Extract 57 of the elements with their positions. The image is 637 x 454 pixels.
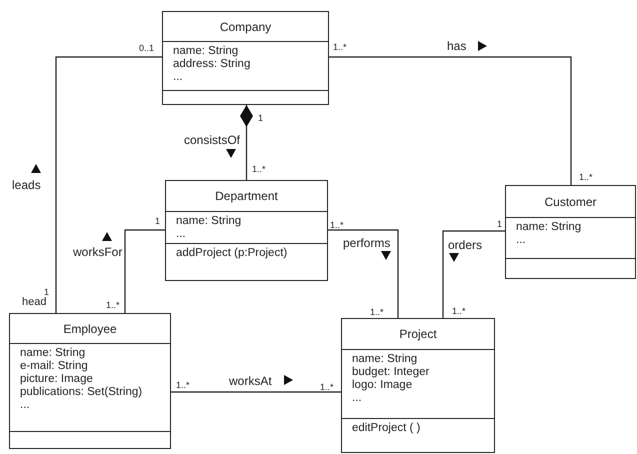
attribute-text: name: String [20,347,86,360]
multiplicity: 1..* [579,172,593,182]
multiplicity: 0..1 [139,43,154,53]
attribute-text: name: String [352,353,418,366]
association-name: worksAt [229,374,272,388]
class-box [505,185,636,279]
attribute-text: publications: Set(String) [20,386,142,399]
attribute-text: name: String [516,221,582,234]
association-line [240,105,253,180]
association-line [124,229,165,313]
attribute-text: ... [352,392,362,405]
attribute-text: budget: Integer [352,366,430,379]
attribute-text: logo: Image [352,379,412,392]
class-name: Company [220,20,272,34]
multiplicity: 1..* [106,300,120,310]
association-line [328,229,399,318]
attribute-text: e-mail: String [20,360,88,373]
multiplicity: 1 [258,113,264,123]
class-box [162,11,329,105]
association-name: worksFor [73,245,122,259]
association-name: performs [343,236,390,250]
class-box [165,180,328,281]
class-name: Project [399,327,437,341]
class-box [9,313,171,449]
multiplicity: 1..* [452,306,466,316]
class-box [341,318,495,453]
association-name: orders [448,238,482,252]
role-name: head [22,297,46,307]
class-name: Employee [63,322,117,336]
attribute-text: ... [176,228,186,241]
attribute-text: address: String [173,58,250,71]
operation-text: editProject ( ) [352,422,420,435]
attribute-text: picture: Image [20,373,93,386]
multiplicity: 1..* [176,380,190,390]
multiplicity: 1 [155,216,160,226]
multiplicity: 1..* [320,382,334,392]
association-line [442,230,505,318]
multiplicity: 1 [44,287,50,297]
multiplicity: 1 [497,219,502,229]
class-name: Customer [544,194,596,208]
multiplicity: 1..* [370,307,384,317]
attribute-text: ... [516,234,526,247]
class-name: Department [215,189,278,203]
multiplicity: 1..* [333,42,347,52]
attribute-text: ... [20,399,30,412]
attribute-text: name: String [176,215,242,228]
association-line [55,56,162,313]
association-name: leads [12,178,41,192]
association-name: has [447,39,466,53]
operation-text: addProject (p:Project) [176,247,288,260]
association-line [171,391,341,393]
multiplicity: 1..* [330,220,344,230]
association-name: consistsOf [184,133,240,147]
association-line [329,56,572,185]
attribute-text: ... [173,71,183,84]
attribute-text: name: String [173,45,238,58]
multiplicity: 1..* [252,164,266,174]
